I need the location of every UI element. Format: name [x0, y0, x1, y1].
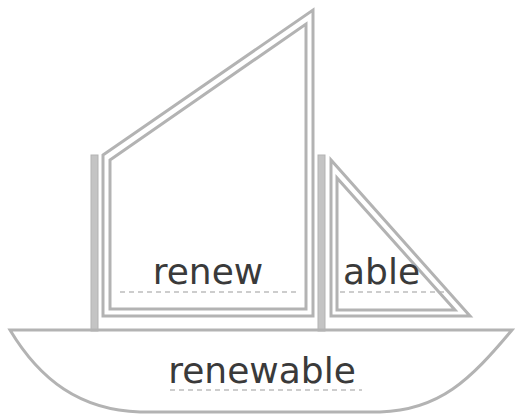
word-part: able: [343, 254, 420, 290]
right-mast: [318, 155, 325, 331]
outline-stroke: [10, 330, 512, 412]
outline-stroke: [110, 24, 306, 309]
outline-stroke: [331, 160, 470, 316]
outline-stroke: [103, 10, 313, 316]
outline-stroke: [337, 178, 455, 310]
guide-line: [170, 389, 362, 391]
guide-line: [340, 291, 446, 293]
guide-line: [120, 291, 296, 293]
hull: renewable: [8, 328, 514, 414]
word-part: renew: [153, 254, 264, 290]
word-part: renewable: [168, 353, 356, 389]
jib-sail-outline: [329, 158, 472, 318]
jib-sail: able: [329, 158, 472, 318]
main-sail: renew: [103, 8, 315, 320]
left-mast: [91, 155, 98, 331]
